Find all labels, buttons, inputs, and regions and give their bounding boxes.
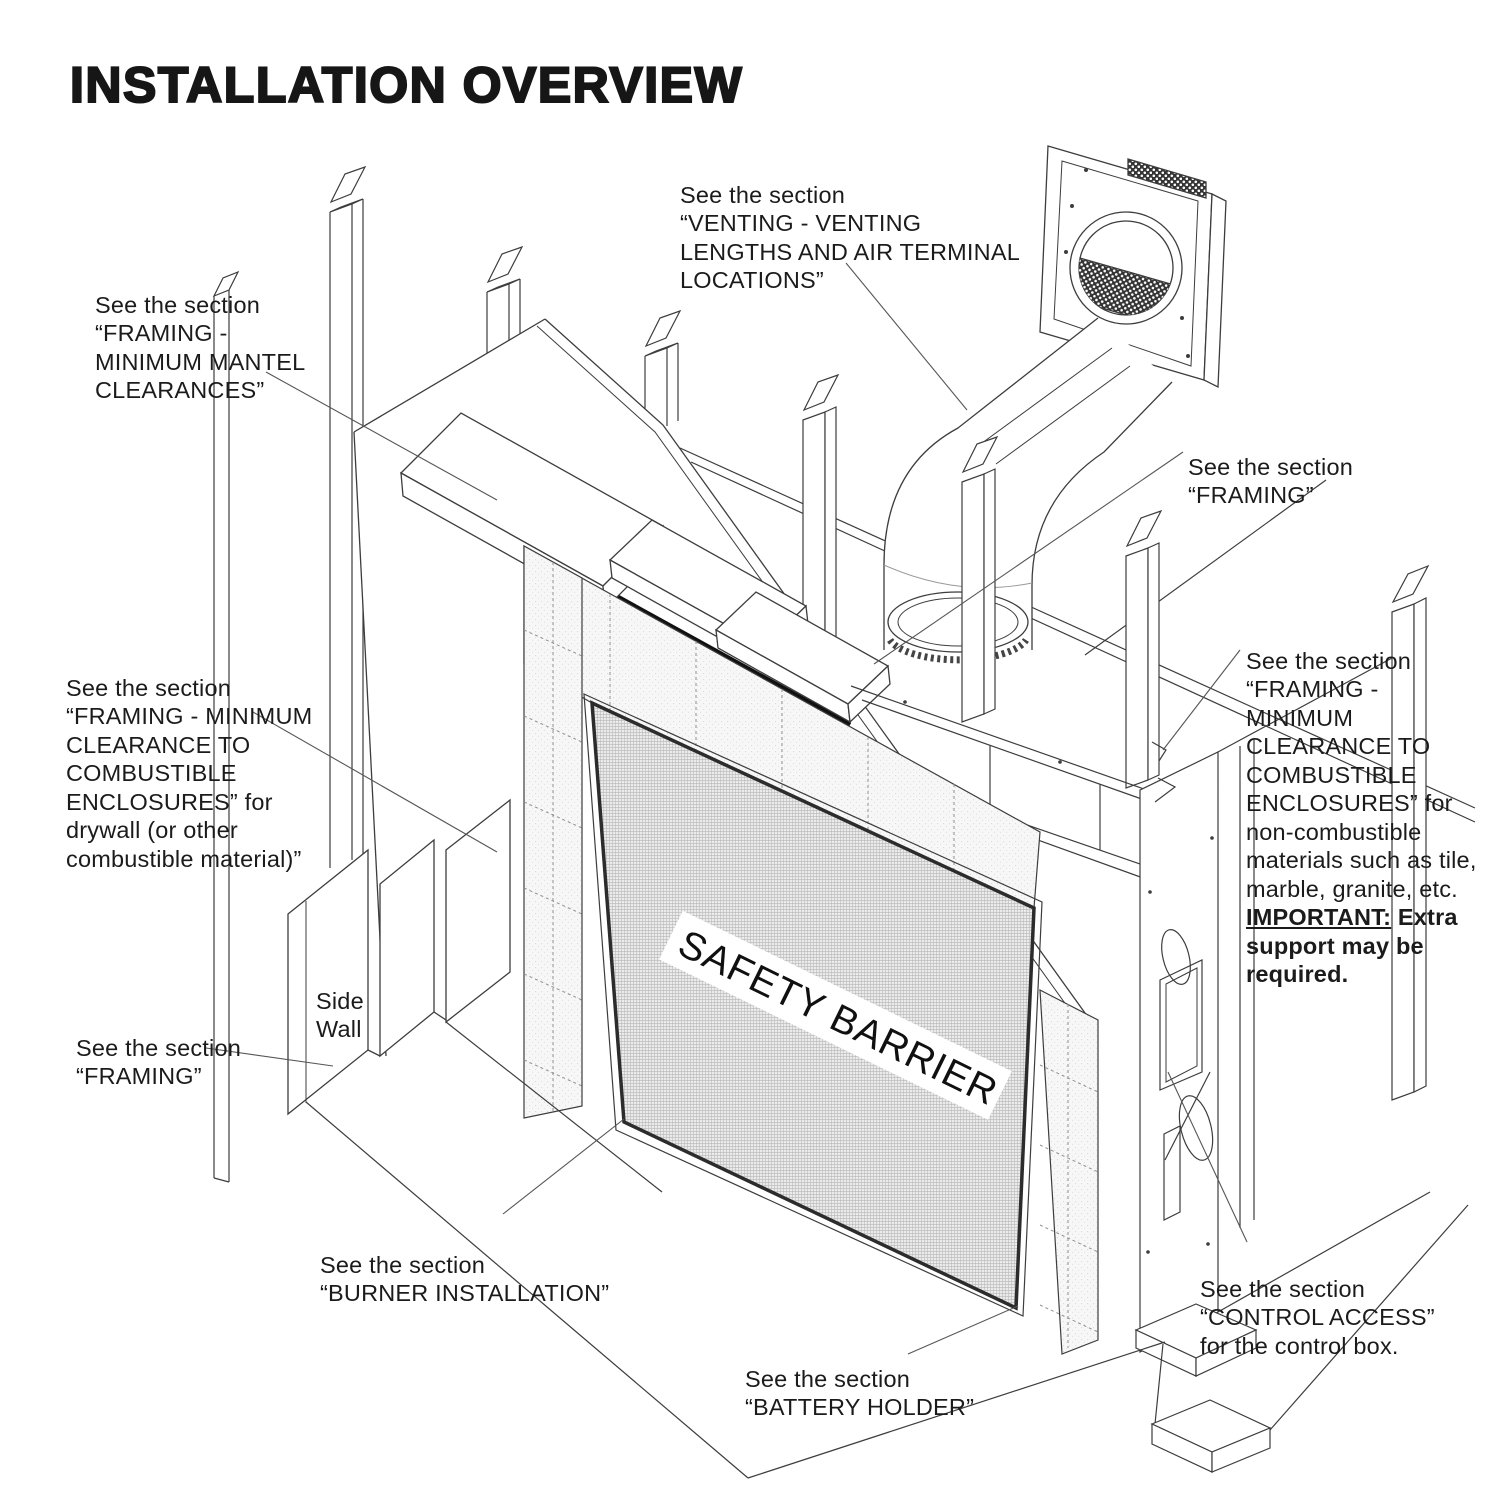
side-wall	[287, 798, 511, 1116]
safety-barrier-mesh: SAFETY BARRIER	[583, 693, 1043, 1317]
leader-framing-side-wall	[205, 1047, 334, 1067]
important-text: Extra support may be required.	[1246, 904, 1458, 987]
tile-surround	[523, 544, 1099, 1355]
callout-framing-side-wall: See the section “FRAMING”	[76, 1005, 241, 1091]
callout-clearance-noncombustible-text: See the section “FRAMING - MINIMUM CLEAR…	[1246, 647, 1477, 902]
callout-framing-right-text: See the section “FRAMING”	[1188, 453, 1353, 509]
callout-venting-text: See the section “VENTING - VENTING LENGT…	[680, 181, 1020, 294]
side-wall-label: Side Wall	[316, 958, 364, 1044]
leader-mantel	[265, 371, 498, 501]
callout-burner: See the section “BURNER INSTALLATION”	[320, 1222, 609, 1308]
callout-clearance-drywall: See the section “FRAMING - MINIMUM CLEAR…	[66, 645, 312, 873]
stud-far-right	[1391, 564, 1430, 1101]
callout-clearance-drywall-text: See the section “FRAMING - MINIMUM CLEAR…	[66, 674, 313, 872]
side-wall-label-text: Side Wall	[316, 987, 364, 1043]
control-access-opening	[1159, 959, 1203, 1091]
callout-battery-text: See the section “BATTERY HOLDER”	[745, 1365, 975, 1421]
callout-venting: See the section “VENTING - VENTING LENGT…	[680, 152, 1020, 295]
leader-battery	[907, 1305, 1019, 1355]
floor-lines	[305, 1021, 1272, 1479]
leader-control-access	[1167, 1071, 1248, 1243]
page-title: INSTALLATION OVERVIEW	[69, 56, 744, 114]
fireplace-unit-side	[1134, 741, 1258, 1377]
callout-burner-text: See the section “BURNER INSTALLATION”	[320, 1251, 610, 1307]
leader-clearance-noncombustible	[1162, 649, 1241, 751]
leader-clearance-drywall	[252, 711, 498, 853]
callout-control-access-text: See the section “CONTROL ACCESS” for the…	[1200, 1275, 1435, 1359]
callout-battery: See the section “BATTERY HOLDER”	[745, 1336, 974, 1422]
leader-venting	[845, 262, 968, 411]
callout-framing-side-wall-text: See the section “FRAMING”	[76, 1034, 241, 1090]
battery-holder	[1163, 1125, 1181, 1221]
important-note: IMPORTANT: Extra support may be required…	[1246, 903, 1488, 989]
callout-control-access: See the section “CONTROL ACCESS” for the…	[1200, 1246, 1435, 1360]
callout-mantel-text: See the section “FRAMING - MINIMUM MANTE…	[95, 291, 306, 404]
leader-lines	[205, 262, 1248, 1355]
important-label: IMPORTANT:	[1246, 904, 1392, 930]
mantel-shelf	[399, 412, 891, 728]
air-terminal	[1039, 145, 1227, 389]
callout-mantel-clearances: See the section “FRAMING - MINIMUM MANTE…	[95, 262, 305, 405]
leader-burner	[502, 1118, 625, 1215]
callout-clearance-noncombustible: See the section “FRAMING - MINIMUM CLEAR…	[1246, 618, 1488, 1017]
callout-framing-upper-right: See the section “FRAMING”	[1188, 424, 1353, 510]
leader-framing-right	[873, 451, 1184, 665]
